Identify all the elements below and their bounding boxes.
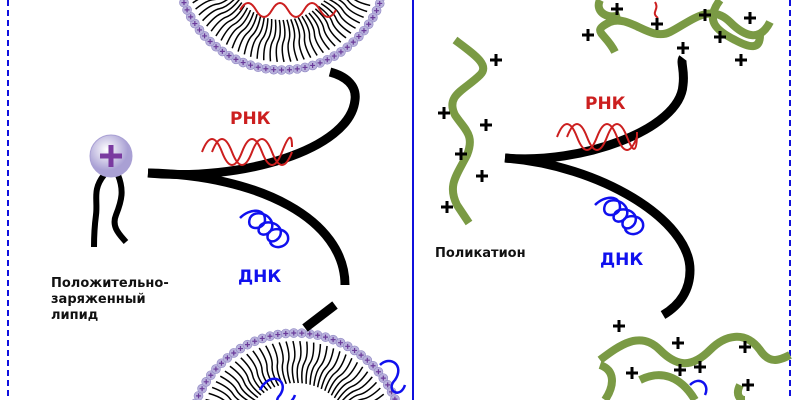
plus-icon bbox=[455, 148, 467, 160]
plus-icon bbox=[480, 119, 492, 131]
plus-icon bbox=[744, 12, 756, 24]
plus-icon bbox=[674, 364, 686, 376]
rna-in-lipoplex bbox=[239, 2, 337, 18]
arrow-to-dna-lipoplex bbox=[147, 168, 350, 286]
polycation bbox=[438, 36, 502, 226]
arrow-to-rna-lipoplex bbox=[147, 67, 360, 180]
arrow-segment bbox=[302, 301, 338, 332]
plus-icon bbox=[735, 54, 747, 66]
arrow-to-rna-polyplex bbox=[504, 55, 688, 164]
lipid-label-line-2: заряженный bbox=[51, 292, 146, 307]
dna-label: ДНК bbox=[600, 250, 643, 270]
lipoplex-top bbox=[179, 0, 386, 75]
plus-icon bbox=[441, 201, 453, 213]
plus-icon bbox=[694, 361, 706, 373]
plus-icon bbox=[100, 145, 122, 167]
dna-icon bbox=[239, 209, 290, 249]
plus-icon bbox=[438, 107, 450, 119]
lipoplex-bottom bbox=[192, 328, 400, 400]
lipid-label-line-3: липид bbox=[51, 308, 98, 323]
rna-label: РНК bbox=[585, 94, 626, 114]
rna-in-polyplex bbox=[653, 1, 659, 19]
polyplex-bottom bbox=[597, 332, 792, 400]
plus-icon bbox=[613, 320, 625, 332]
plus-icon bbox=[490, 54, 502, 66]
dna-label: ДНК bbox=[238, 267, 281, 287]
rna-icon bbox=[556, 123, 638, 151]
plus-icon bbox=[714, 31, 726, 43]
plus-icon bbox=[626, 367, 638, 379]
dna-in-lipoplex bbox=[258, 359, 407, 400]
plus-icon bbox=[742, 379, 754, 391]
plus-icon bbox=[739, 341, 751, 353]
plus-icon bbox=[582, 29, 594, 41]
plus-icon bbox=[677, 42, 689, 54]
lipid-label-line-1: Положительно- bbox=[51, 276, 169, 291]
plus-icon bbox=[611, 3, 623, 15]
cationic-lipid bbox=[89, 134, 133, 248]
polyplex-top bbox=[594, 0, 774, 54]
dna-in-polyplex bbox=[689, 379, 708, 396]
plus-icon bbox=[476, 170, 488, 182]
positive-charges bbox=[582, 3, 756, 391]
rna-icon bbox=[201, 136, 293, 166]
plus-icon bbox=[672, 337, 684, 349]
arrow-to-dna-polyplex bbox=[504, 153, 695, 319]
dna-icon bbox=[594, 196, 645, 236]
plus-icon bbox=[651, 18, 663, 30]
rna-label: РНК bbox=[230, 109, 271, 129]
polycation-label: Поликатион bbox=[435, 246, 526, 261]
plus-icon bbox=[699, 9, 711, 21]
